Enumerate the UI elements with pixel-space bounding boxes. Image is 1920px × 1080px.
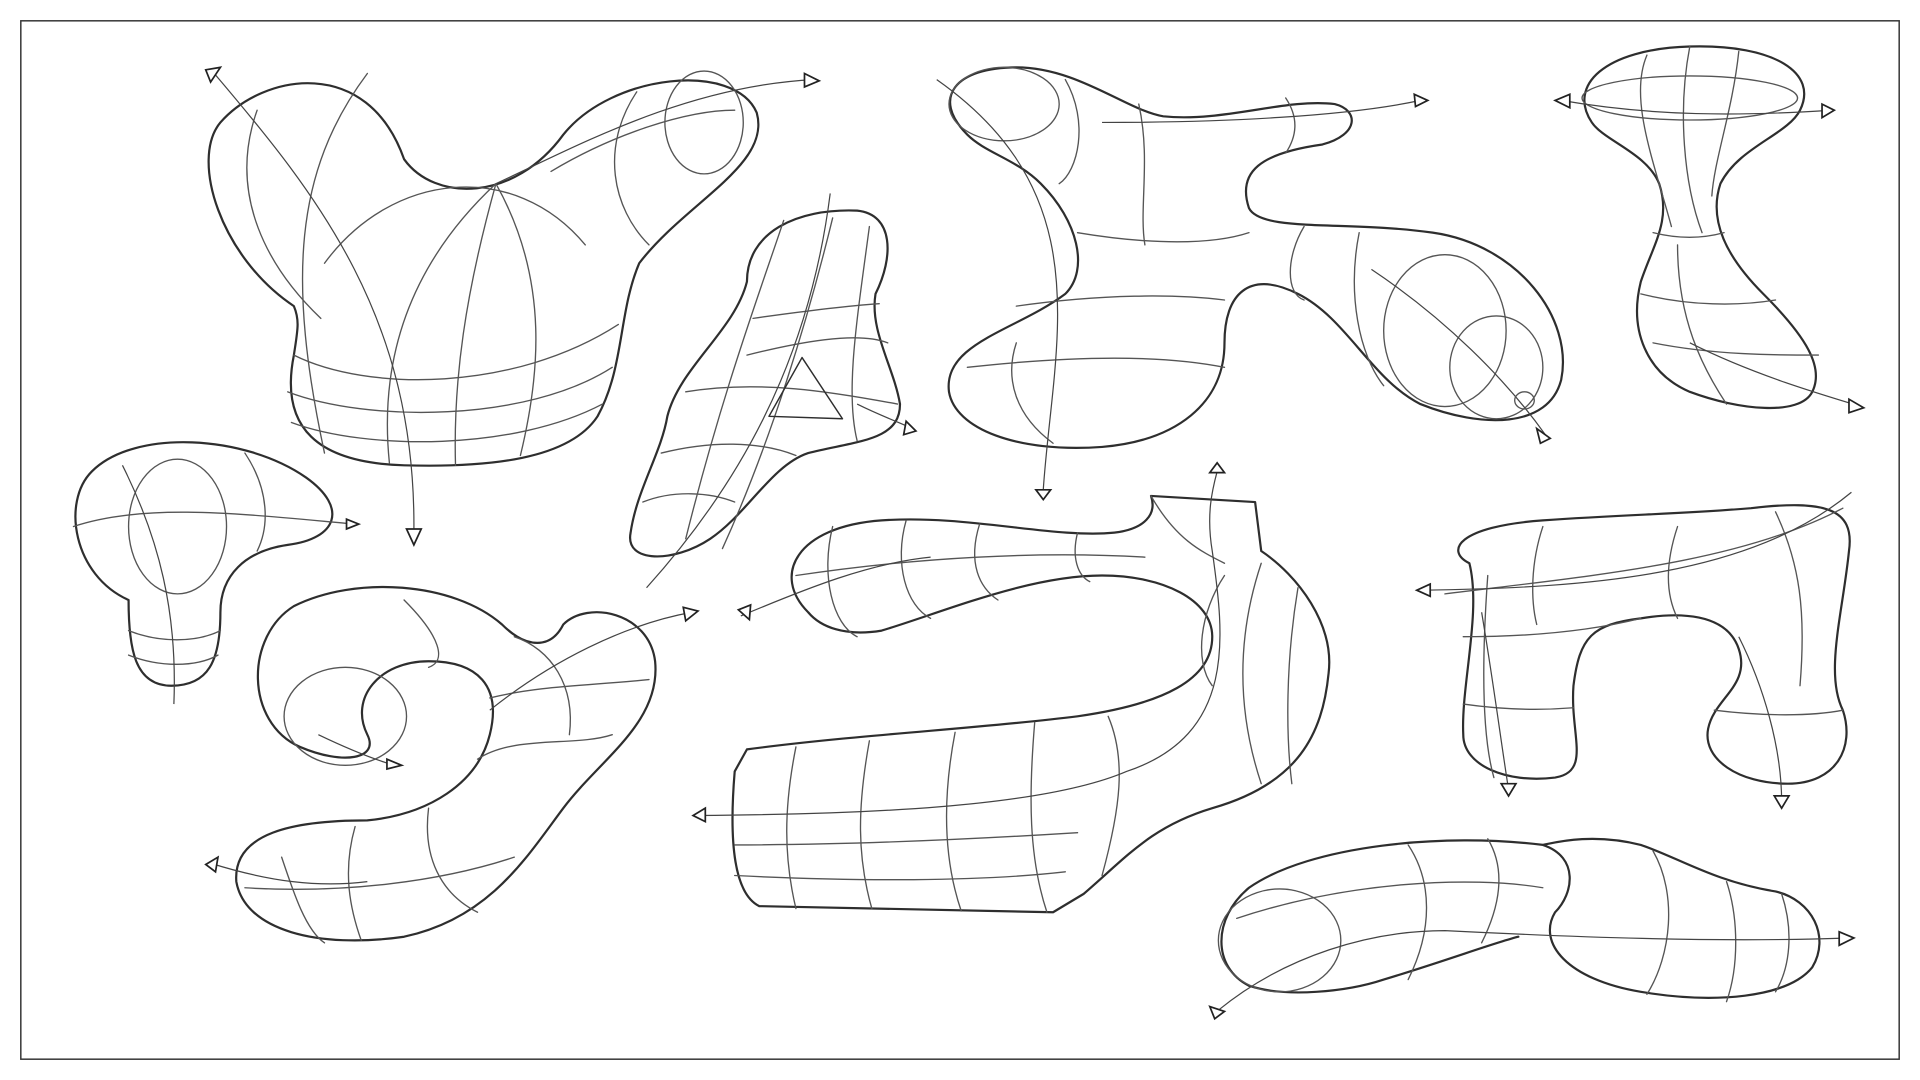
form-s-blob: [936, 66, 1564, 502]
form-bottle: [629, 193, 918, 589]
arrow-head: [405, 528, 423, 547]
form-small-bulb: [72, 441, 362, 705]
form-long-tube: [691, 461, 1331, 914]
frame-border: [20, 20, 1900, 1060]
arrow-head: [803, 72, 822, 89]
form-arch: [1414, 491, 1852, 810]
form-bottom-tube: [1208, 837, 1856, 1021]
form-spiral: [204, 585, 700, 944]
form-hourglass: [1553, 45, 1866, 414]
arrow-head: [204, 66, 223, 84]
form-y-blob: [204, 66, 822, 547]
